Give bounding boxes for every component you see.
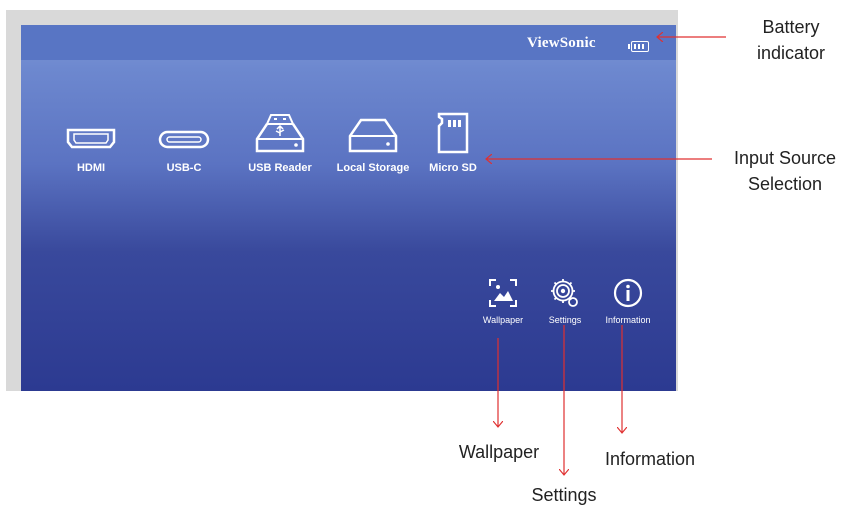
status-bar: ViewSonic bbox=[21, 25, 676, 60]
source-usb-c[interactable]: USB-C bbox=[152, 125, 216, 174]
tool-label: Information bbox=[605, 315, 651, 325]
settings-callout: Settings bbox=[531, 485, 597, 505]
home-screen: ViewSonic HDMI USB-C bbox=[21, 25, 676, 391]
settings-gear-icon bbox=[551, 279, 578, 307]
tool-label: Settings bbox=[548, 315, 582, 325]
information-icon bbox=[613, 278, 643, 308]
callout-line: Battery bbox=[762, 17, 820, 37]
tool-label: Wallpaper bbox=[482, 315, 524, 325]
usb-reader-icon bbox=[255, 114, 305, 153]
callout-line: Input Source bbox=[733, 148, 837, 168]
callout-line: Selection bbox=[747, 174, 823, 194]
hdmi-icon bbox=[66, 128, 116, 149]
wallpaper-callout: Wallpaper bbox=[458, 442, 540, 462]
source-label: Micro SD bbox=[429, 162, 477, 174]
source-label: USB Reader bbox=[248, 162, 312, 174]
source-micro-sd[interactable]: Micro SD bbox=[423, 111, 483, 174]
source-hdmi[interactable]: HDMI bbox=[59, 125, 123, 174]
information-callout: Information bbox=[604, 449, 696, 469]
tool-information[interactable]: Information bbox=[597, 277, 659, 325]
device-screen-frame: ViewSonic HDMI USB-C bbox=[6, 10, 678, 391]
source-label: USB-C bbox=[166, 162, 202, 174]
callout-line: indicator bbox=[756, 43, 826, 63]
source-usb-reader[interactable]: USB Reader bbox=[241, 113, 319, 174]
wallpaper-icon bbox=[489, 279, 517, 307]
tool-wallpaper[interactable]: Wallpaper bbox=[475, 277, 531, 325]
brand-logo: ViewSonic bbox=[527, 35, 596, 51]
source-label: Local Storage bbox=[336, 162, 410, 174]
source-label: HDMI bbox=[76, 162, 106, 174]
tool-settings[interactable]: Settings bbox=[541, 277, 589, 325]
micro-sd-icon bbox=[437, 112, 469, 154]
battery-icon bbox=[628, 41, 649, 52]
usb-c-icon bbox=[158, 130, 210, 149]
input-source-callout: Input Source Selection bbox=[720, 145, 850, 197]
local-storage-icon bbox=[348, 118, 398, 153]
battery-callout: Battery indicator bbox=[736, 14, 846, 66]
source-local-storage[interactable]: Local Storage bbox=[331, 117, 415, 174]
